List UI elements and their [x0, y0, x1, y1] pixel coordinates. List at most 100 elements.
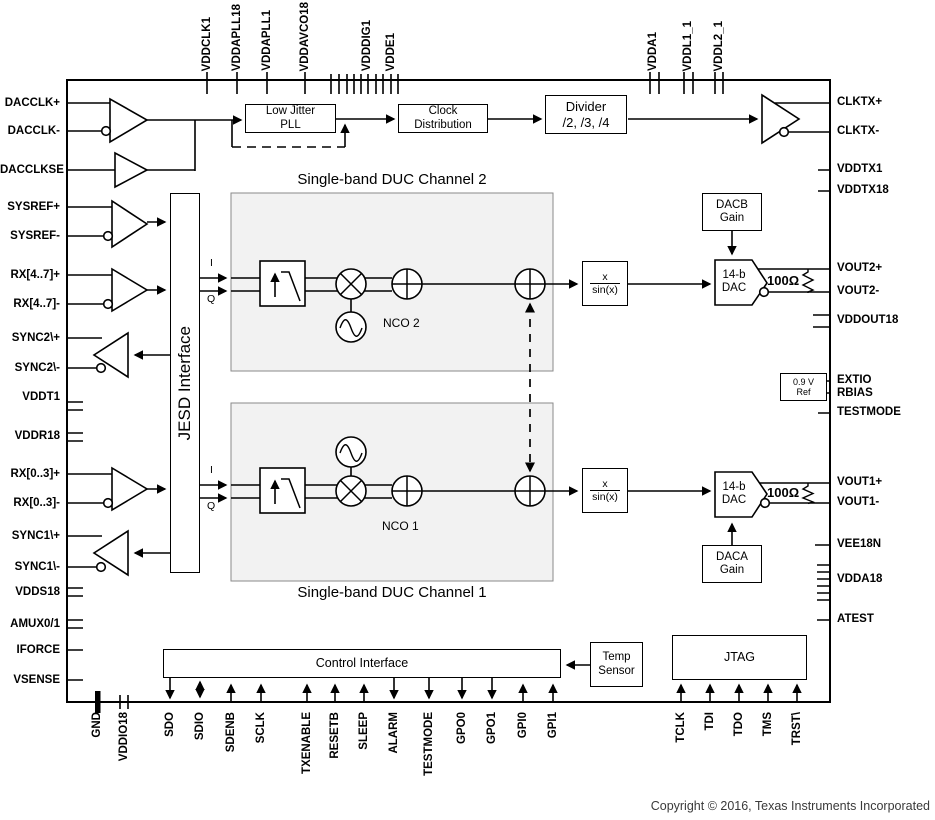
pin-rx03-plus: RX[0..3]+: [10, 468, 60, 480]
pin-rx47-plus: RX[4..7]+: [10, 269, 60, 281]
pin-vdds18: VDDS18: [15, 586, 60, 598]
clktx-neg-bubble: [778, 126, 790, 138]
jtag-label: JTAG: [723, 649, 756, 664]
pin-amux01: AMUX0/1: [10, 618, 60, 630]
pin-gpi0: GPI0: [517, 712, 529, 739]
jesd-interface-block: JESD Interface: [170, 193, 200, 573]
clockdist-label-line1: Clock: [428, 105, 458, 117]
control-interface-block: Control Interface: [163, 649, 561, 678]
sinc-compensation-ch2-block: x sin(x): [582, 261, 628, 306]
copyright-text: Copyright © 2016, Texas Instruments Inco…: [650, 799, 930, 813]
daca-gain-block: DACA Gain: [702, 545, 762, 583]
voltage-ref-block: 0.9 V Ref: [780, 373, 827, 401]
pin-rbias: RBIAS: [837, 387, 873, 399]
pin-vddr18: VDDR18: [14, 430, 60, 442]
pin-sdo: SDO: [164, 712, 176, 737]
dacclkse-buffer-icon: [114, 151, 149, 189]
pin-tms: TMS: [762, 712, 774, 737]
termination-resistor-ch2-label: 100Ω: [767, 273, 800, 288]
rx03-neg-bubble: [102, 497, 114, 509]
interpolation-ch2-icon: [259, 260, 306, 307]
pin-vout1-minus: VOUT1-: [837, 496, 880, 508]
pin-atest: ATEST: [837, 613, 874, 625]
pin-vsense: VSENSE: [13, 674, 60, 686]
voltage-ref-line2: Ref: [796, 387, 811, 397]
pin-vddio18: VDDIO18: [118, 712, 130, 762]
pin-sysref-minus: SYSREF-: [10, 230, 60, 242]
control-interface-label: Control Interface: [315, 655, 409, 670]
pin-vdda18: VDDA18: [837, 573, 883, 585]
sinc-numerator-ch2: x: [602, 271, 608, 283]
pin-sdio: SDIO: [194, 712, 206, 741]
top-pin-labels: VDDCLK1 VDDAPLL18 VDDAPLL1 VDDAVCO18 VDD…: [0, 0, 935, 71]
pin-sync2-plus: SYNC2\+: [11, 332, 60, 344]
sync2-buffer-icon: [92, 331, 129, 379]
clock-distribution-block: Clock Distribution: [398, 104, 488, 133]
pin-trst: TRST\: [791, 712, 803, 746]
pin-vout2-minus: VOUT2-: [837, 285, 880, 297]
pin-testmode-right: TESTMODE: [837, 406, 901, 418]
pin-ticks: [67, 72, 830, 709]
pin-sclk: SCLK: [255, 712, 267, 744]
vout1-neg-bubble: [759, 497, 771, 509]
termination-resistor-ch1-label: 100Ω: [767, 485, 800, 500]
dacclk-neg-bubble: [100, 125, 112, 137]
vout2-neg-bubble: [758, 286, 770, 298]
pin-vout1-plus: VOUT1+: [837, 476, 883, 488]
nco1-label: NCO 1: [382, 519, 419, 533]
temp-sensor-block: Temp Sensor: [590, 642, 643, 687]
pin-vddl2-1: VDDL2_1: [713, 20, 725, 72]
pin-vout2-plus: VOUT2+: [837, 262, 883, 274]
resistor-ch1-icon: [801, 483, 816, 505]
sysref-buffer-icon: [111, 199, 149, 249]
pin-resetb: RESETB: [329, 712, 341, 759]
dacb-gain-line1: DACB: [716, 198, 748, 211]
component-symbols: [270, 269, 816, 509]
sync2-neg-bubble: [95, 362, 107, 374]
dac-ch1-label: 14-b DAC: [712, 481, 756, 507]
sync1-buffer-icon: [92, 529, 129, 577]
pin-sync2-minus: SYNC2\-: [14, 362, 60, 374]
pin-vddl1-1: VDDL1_1: [682, 20, 694, 72]
pin-iforce: IFORCE: [16, 644, 60, 656]
sync1-neg-bubble: [95, 561, 107, 573]
dacb-gain-line2: Gain: [719, 212, 745, 224]
pin-sync1-plus: SYNC1\+: [11, 530, 60, 542]
jesd-interface-label: JESD Interface: [175, 325, 194, 441]
nco2-label: NCO 2: [383, 316, 420, 330]
duc-channel2-title: Single-band DUC Channel 2: [297, 171, 487, 188]
pin-vdda1: VDDA1: [647, 32, 659, 71]
dacclk-buffer-icon: [109, 97, 149, 144]
sinc-compensation-ch1-block: x sin(x): [582, 468, 628, 513]
pin-clktx-plus: CLKTX+: [837, 96, 883, 108]
i-path-label-ch1: I: [210, 464, 213, 476]
pin-testmode-bottom: TESTMODE: [423, 712, 435, 776]
daca-gain-line2: Gain: [719, 564, 745, 576]
pin-txenable: TXENABLE: [301, 712, 313, 774]
arrow-wires: [133, 114, 802, 702]
pin-clktx-minus: CLKTX-: [837, 125, 880, 137]
dac-ch2-label-line1: 14-b: [722, 269, 746, 281]
pll-label-line1: Low Jitter: [265, 105, 316, 117]
sinc-denominator-ch2: sin(x): [590, 283, 620, 296]
pin-dacclkse: DACCLKSE: [0, 164, 64, 176]
dacb-gain-block: DACB Gain: [702, 193, 762, 231]
pin-vddapll1: VDDAPLL1: [261, 10, 273, 71]
pll-label-line2: PLL: [280, 118, 301, 131]
clockdist-label-line2: Distribution: [414, 118, 472, 131]
pin-vddavco18: VDDAVCO18: [299, 1, 311, 71]
pin-vddtx1: VDDTX1: [837, 163, 883, 175]
i-path-label-ch2: I: [210, 257, 213, 269]
pin-gpo1: GPO1: [486, 712, 498, 744]
jtag-block: JTAG: [672, 635, 807, 680]
pin-vdddig1: VDDDIG1: [361, 19, 373, 71]
pin-alarm: ALARM: [388, 712, 400, 754]
pin-vddclk1: VDDCLK1: [201, 16, 213, 71]
pin-tdi: TDI: [704, 712, 716, 731]
interpolation-ch1-icon: [259, 467, 306, 514]
pin-sysref-plus: SYSREF+: [7, 201, 60, 213]
daca-gain-line1: DACA: [716, 550, 748, 563]
pin-rx03-minus: RX[0..3]-: [13, 497, 60, 509]
divider-label-line1: Divider: [565, 98, 607, 114]
